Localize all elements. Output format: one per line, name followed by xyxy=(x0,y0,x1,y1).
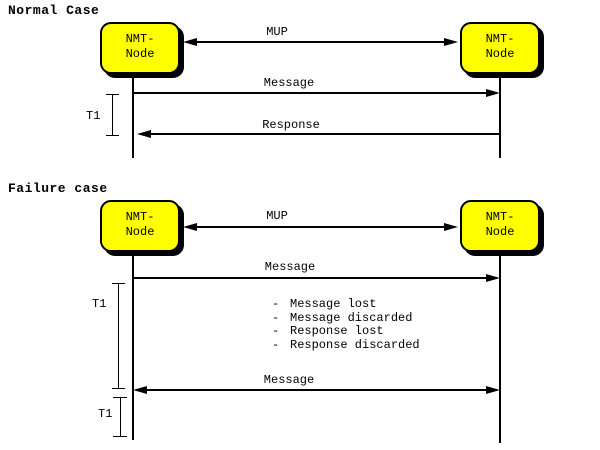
bracket-line xyxy=(118,283,119,389)
mup-label-failure: MUP xyxy=(266,209,288,223)
node-label-line1: NMT- xyxy=(125,32,155,46)
node-label-line1: NMT- xyxy=(485,210,515,224)
response-label-normal: Response xyxy=(262,118,320,132)
nmt-node-box-failure-left: NMT- Node xyxy=(100,200,180,252)
lifeline-failure-right xyxy=(499,252,501,443)
lifeline-normal-right xyxy=(499,74,501,158)
arrowhead-left-icon xyxy=(183,223,197,231)
t1-timer-label-failure-1: T1 xyxy=(92,297,107,311)
retransmitted-message-label-failure: Message xyxy=(263,373,315,387)
bracket-tick-top xyxy=(112,283,125,284)
note-bullet: - xyxy=(272,337,280,352)
node-label-line2: Node xyxy=(125,225,155,239)
mup-arrow-line xyxy=(190,226,452,228)
arrowhead-left-icon xyxy=(137,130,151,138)
note-text: Response discarded xyxy=(290,337,420,352)
first-message-label-failure: Message xyxy=(264,260,316,274)
nmt-node-box-normal-left: NMT- Node xyxy=(100,22,180,74)
bracket-line xyxy=(112,94,113,136)
mup-label-normal: MUP xyxy=(266,25,288,39)
arrowhead-right-icon xyxy=(486,89,500,97)
arrowhead-right-icon xyxy=(444,38,458,46)
node-label-line2: Node xyxy=(485,225,515,239)
note-item: - Message discarded xyxy=(272,310,420,326)
t1-timer-label-normal: T1 xyxy=(86,109,101,123)
failure-notes-list: - Message lost - Message discarded - Res… xyxy=(272,297,420,353)
response-arrow-line xyxy=(144,133,500,135)
node-label-line2: Node xyxy=(125,47,155,61)
normal-case-title: Normal Case xyxy=(8,3,100,18)
nmt-node-box-normal-right: NMT- Node xyxy=(460,22,540,74)
note-bullet: - xyxy=(272,297,280,311)
note-bullet: - xyxy=(272,324,280,338)
message-label-normal: Message xyxy=(263,76,315,90)
arrowhead-right-icon xyxy=(444,223,458,231)
arrowhead-right-icon xyxy=(486,386,500,394)
node-label-line1: NMT- xyxy=(485,32,515,46)
mup-arrow-line xyxy=(190,41,452,43)
note-bullet: - xyxy=(272,310,280,325)
message-arrow-line xyxy=(133,92,493,94)
t1-timer-label-failure-2: T1 xyxy=(98,407,113,421)
note-text: Message lost xyxy=(290,297,377,311)
lifeline-normal-left xyxy=(132,74,134,158)
bracket-tick-top xyxy=(106,94,119,95)
message-arrow-line xyxy=(133,277,493,279)
arrowhead-left-icon xyxy=(183,38,197,46)
node-label-line1: NMT- xyxy=(125,210,155,224)
bracket-tick-top xyxy=(113,397,127,398)
arrowhead-left-icon xyxy=(133,386,147,394)
bracket-tick-bottom xyxy=(113,436,127,437)
bracket-tick-bottom xyxy=(112,388,125,389)
note-text: Response lost xyxy=(290,324,384,338)
bracket-line xyxy=(120,397,121,437)
note-item: - Response discarded xyxy=(272,337,420,353)
nmt-node-box-failure-right: NMT- Node xyxy=(460,200,540,252)
message-arrow-line xyxy=(140,389,493,391)
lifeline-failure-left xyxy=(132,252,134,440)
node-label-line2: Node xyxy=(485,47,515,61)
arrowhead-right-icon xyxy=(486,274,500,282)
bracket-tick-bottom xyxy=(106,135,119,136)
failure-case-title: Failure case xyxy=(8,181,108,196)
note-text: Message discarded xyxy=(290,310,413,325)
note-item: - Response lost xyxy=(272,324,420,339)
note-item: - Message lost xyxy=(272,297,420,312)
